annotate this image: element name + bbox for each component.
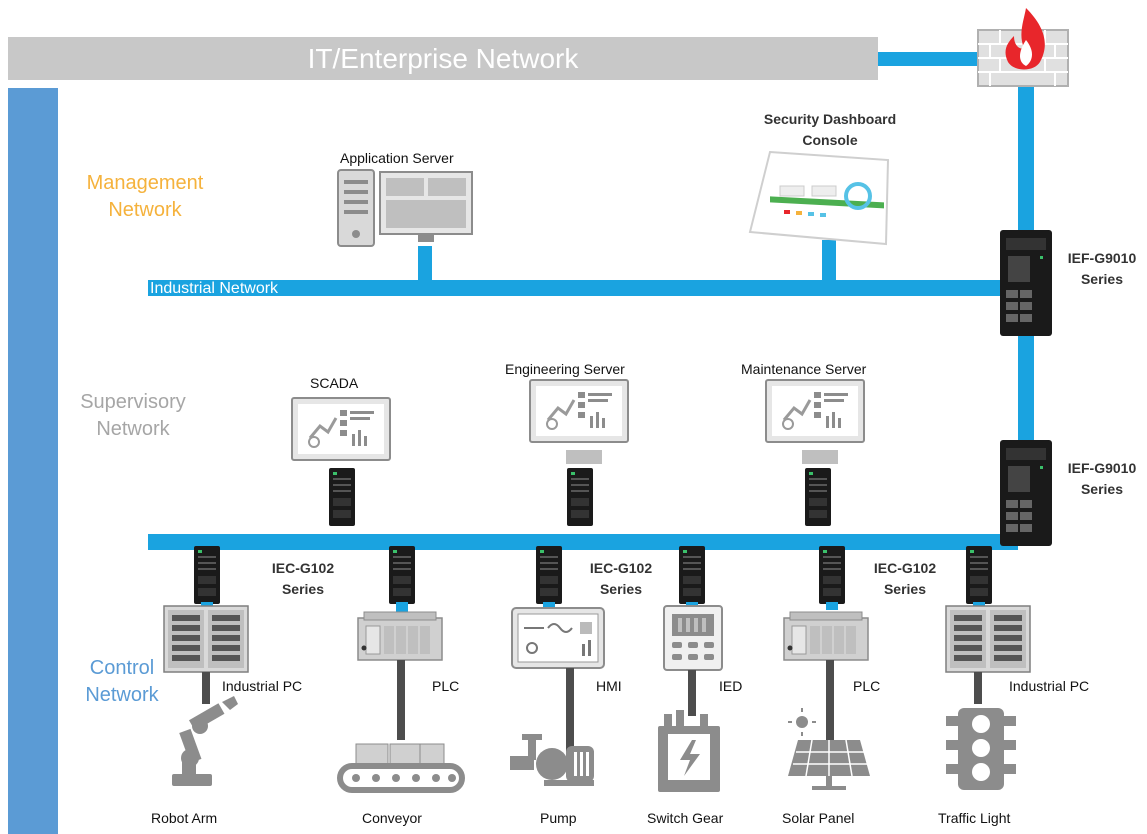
controller-label-plc-2: PLC	[853, 678, 881, 694]
scada-label: SCADA	[310, 375, 359, 391]
pump-icon	[510, 734, 594, 786]
maintenance-server-label: Maintenance Server	[741, 361, 867, 377]
iec-series-label-3: IEC-G102 Series	[873, 560, 937, 597]
device-label-conveyor: Conveyor	[362, 810, 422, 826]
device-label-pump: Pump	[540, 810, 577, 826]
engineering-server-label: Engineering Server	[505, 361, 625, 377]
security-dashboard-label: Security Dashboard Console	[763, 111, 897, 148]
device-label-robot-arm: Robot Arm	[151, 810, 218, 826]
device-label-solar-panel: Solar Panel	[782, 810, 855, 826]
security-dashboard-icon	[748, 150, 890, 246]
controller-label-industrial-pc-1: Industrial PC	[222, 678, 303, 694]
engineering-monitor	[528, 378, 630, 526]
controller-label-ied: IED	[719, 678, 743, 694]
hmi-icon	[511, 607, 605, 669]
zone-management-label: Management Network	[86, 172, 204, 221]
it-enterprise-network-bar: IT/Enterprise Network	[8, 37, 878, 80]
traffic-light-icon	[946, 708, 1016, 790]
zone-control-label: Control Network	[85, 657, 159, 706]
solar-panel-icon	[788, 708, 870, 790]
iec-series-label-2: IEC-G102 Series	[589, 560, 653, 597]
zone-supervisory-label: Supervisory Network	[80, 391, 186, 440]
ief-series-label-2: IEF-G9010 Series	[1067, 460, 1137, 497]
ied-icon	[663, 605, 723, 671]
controller-label-hmi: HMI	[596, 678, 622, 694]
conveyor-icon	[337, 743, 465, 793]
firewall-icon	[977, 8, 1069, 87]
control-side-bar	[8, 88, 58, 834]
application-server-label: Application Server	[340, 150, 454, 166]
industrial-network-label: Industrial Network	[150, 280, 279, 297]
switch-gear-icon	[658, 710, 720, 792]
device-label-traffic-light: Traffic Light	[938, 810, 1011, 826]
controller-label-plc-1: PLC	[432, 678, 460, 694]
ief-switch-2	[1000, 440, 1052, 546]
ief-series-label-1: IEF-G9010 Series	[1067, 250, 1137, 287]
maintenance-monitor	[764, 378, 866, 526]
application-server-icon	[337, 169, 473, 247]
iec-series-label-1: IEC-G102 Series	[271, 560, 335, 597]
controller-label-industrial-pc-2: Industrial PC	[1009, 678, 1090, 694]
robot-arm-icon	[172, 696, 238, 786]
ief-switch-1	[1000, 230, 1052, 336]
device-label-switch-gear: Switch Gear	[647, 810, 724, 826]
scada-monitor	[290, 396, 392, 526]
